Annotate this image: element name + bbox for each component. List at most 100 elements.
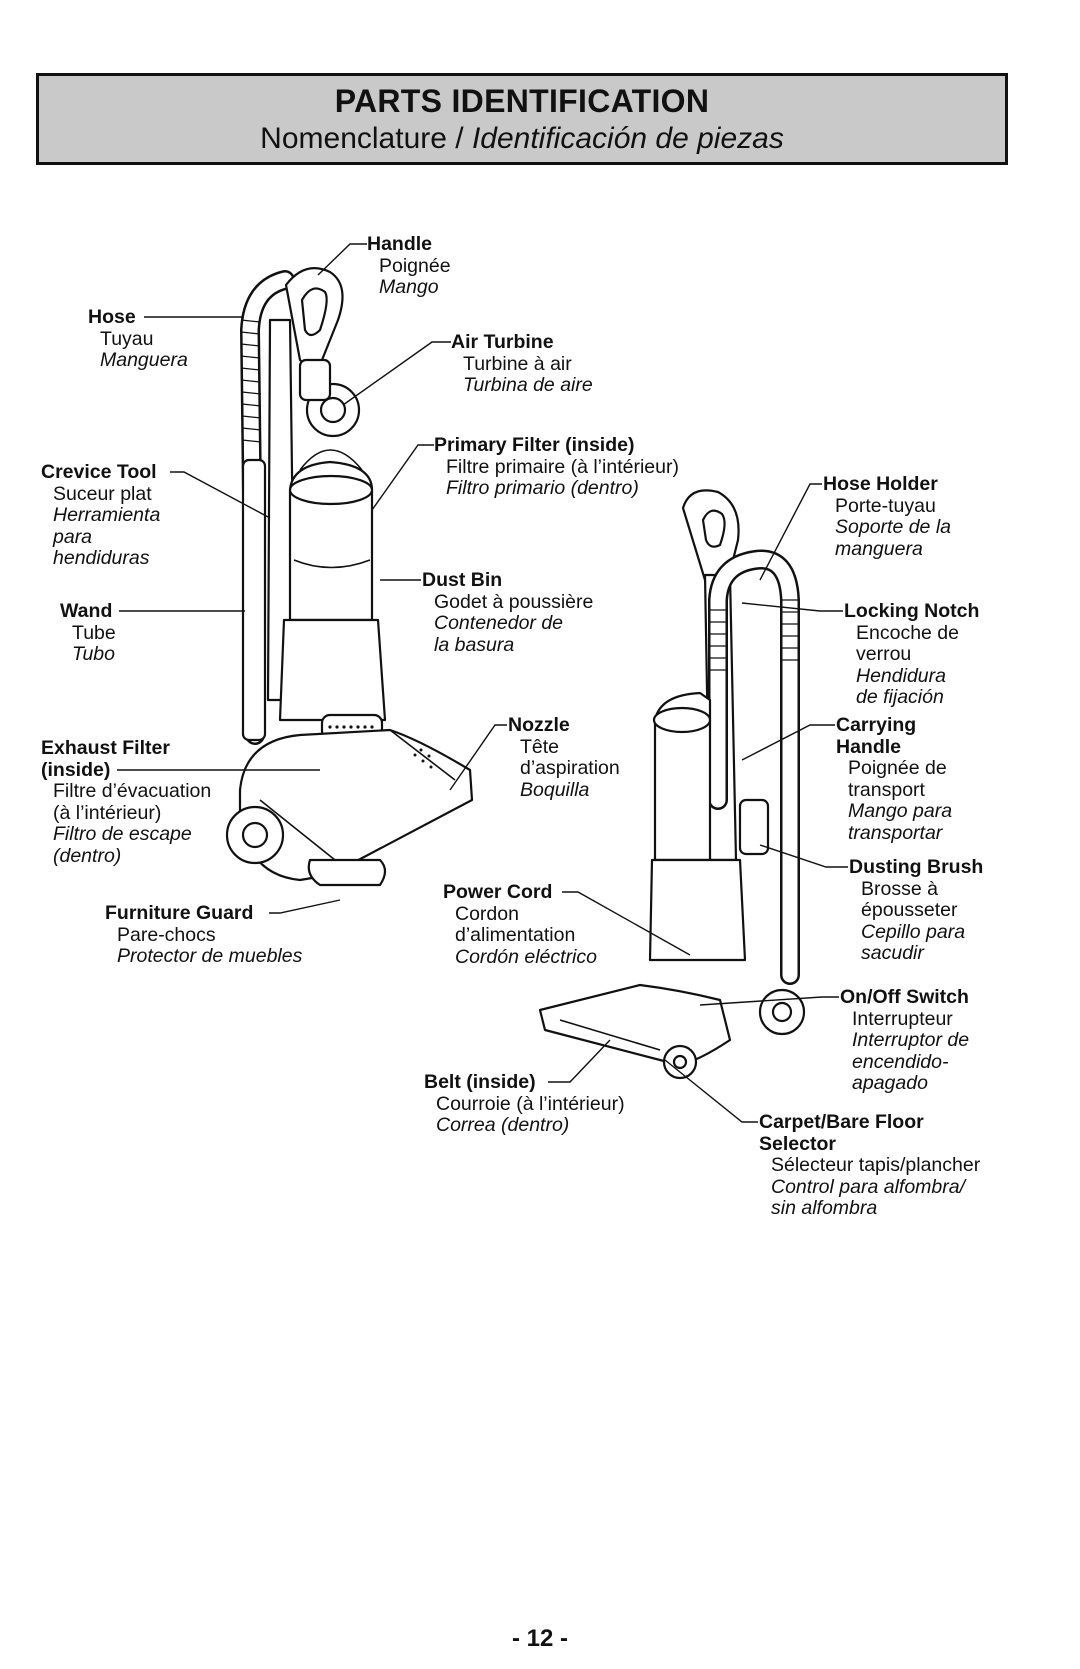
furniture-guard-label-en: Furniture Guard: [105, 902, 254, 924]
dust-bin-label-en: Dust Bin: [422, 569, 503, 591]
locking-notch-label-fr-2: verrou: [856, 643, 912, 665]
primary-filter-label-en: Primary Filter (inside): [434, 434, 635, 456]
primary-filter-label-es: Filtro primario (dentro): [446, 477, 639, 499]
hose-holder-label-en: Hose Holder: [823, 473, 938, 495]
callout-handle: Handle Poignée Mango: [367, 233, 451, 299]
crevice-tool-label-en: Crevice Tool: [41, 461, 157, 483]
callout-exhaust-filter: Exhaust Filter (inside) Filtre d’évacuat…: [41, 737, 212, 867]
exhaust-filter-label-es-1: Filtro de escape: [53, 823, 192, 845]
callout-wand: Wand Tube Tubo: [60, 600, 116, 666]
hose-holder-label-es-2: manguera: [835, 537, 923, 560]
dusting-brush-label-fr-2: épousseter: [861, 899, 958, 921]
on-off-switch-label-en: On/Off Switch: [840, 986, 969, 1008]
exhaust-filter-label-en-1: Exhaust Filter: [41, 737, 170, 759]
exhaust-filter-label-fr-2: (à l’intérieur): [53, 801, 162, 824]
dust-bin-label-es-2: la basura: [434, 633, 515, 656]
hose-holder-label-es-1: Soporte de la: [835, 516, 952, 538]
locking-notch-label-en: Locking Notch: [844, 600, 980, 622]
handle-label-es: Mango: [379, 276, 439, 298]
on-off-switch-label-es-1: Interruptor de: [852, 1029, 970, 1051]
exhaust-filter-label-es-2: (dentro): [53, 844, 122, 867]
belt-label-en: Belt (inside): [424, 1071, 536, 1093]
locking-notch-label-es-1: Hendidura: [856, 664, 946, 687]
air-turbine-label-en: Air Turbine: [451, 331, 554, 353]
callout-hose-holder: Hose Holder Porte-tuyau Soporte de la ma…: [823, 473, 952, 560]
dusting-brush-label-fr-1: Brosse à: [861, 877, 938, 900]
crevice-tool-label-fr: Suceur plat: [53, 482, 152, 505]
carrying-handle-label-fr-1: Poignée de: [848, 757, 947, 779]
air-turbine-label-es: Turbina de aire: [463, 374, 593, 396]
carrying-handle-label-fr-2: transport: [848, 778, 925, 801]
on-off-switch-label-fr: Interrupteur: [852, 1007, 953, 1030]
page-subtitle: Nomenclature / Identificación de piezas: [39, 122, 1005, 156]
callout-furniture-guard: Furniture Guard Pare-chocs Protector de …: [105, 902, 303, 968]
callout-crevice-tool: Crevice Tool Suceur plat Herramienta par…: [41, 461, 161, 570]
callout-power-cord: Power Cord Cordon d’alimentation Cordón …: [443, 881, 597, 968]
belt-label-fr: Courroie (à l’intérieur): [436, 1092, 625, 1115]
carrying-handle-label-es-2: transportar: [848, 821, 943, 844]
callout-dusting-brush: Dusting Brush Brosse à épousseter Cepill…: [849, 856, 983, 965]
carrying-handle-label-en-1: Carrying: [836, 714, 917, 736]
carpet-selector-label-es-1: Control para alfombra/: [771, 1175, 966, 1198]
dusting-brush-label-es-2: sacudir: [861, 942, 924, 964]
primary-filter-label-fr: Filtre primaire (à l’intérieur): [446, 455, 679, 478]
nozzle-label-en: Nozzle: [508, 714, 570, 736]
page-number: - 12 -: [511, 1625, 568, 1652]
hose-label-en: Hose: [88, 306, 136, 328]
callout-dust-bin: Dust Bin Godet à poussière Contenedor de…: [422, 569, 594, 656]
furniture-guard-label-es: Protector de muebles: [117, 945, 303, 967]
hose-label-es: Manguera: [100, 349, 188, 371]
dusting-brush-label-es-1: Cepillo para: [861, 920, 966, 943]
on-off-switch-label-es-3: apagado: [852, 1072, 928, 1094]
belt-label-es: Correa (dentro): [436, 1114, 570, 1136]
nozzle-label-fr-1: Tête: [520, 735, 560, 758]
vacuum-rear-view: [538, 489, 806, 1080]
carpet-selector-label-es-2: sin alfombra: [771, 1197, 878, 1219]
carpet-selector-label-fr: Sélecteur tapis/plancher: [771, 1154, 981, 1176]
subtitle-french: Nomenclature /: [260, 122, 464, 155]
callout-primary-filter: Primary Filter (inside) Filtre primaire …: [434, 434, 679, 500]
carrying-handle-label-en-2: Handle: [836, 735, 902, 758]
dust-bin-label-fr: Godet à poussière: [434, 590, 594, 613]
power-cord-label-fr-1: Cordon: [455, 902, 519, 925]
callout-nozzle: Nozzle Tête d’aspiration Boquilla: [508, 714, 620, 801]
carrying-handle-label-es-1: Mango para: [848, 800, 953, 822]
crevice-tool-label-es-3: hendiduras: [53, 547, 150, 569]
wand-label-en: Wand: [60, 600, 113, 622]
wand-label-es: Tubo: [72, 643, 115, 665]
exhaust-filter-label-en-2: (inside): [41, 758, 111, 781]
power-cord-label-es: Cordón eléctrico: [455, 945, 597, 968]
power-cord-label-fr-2: d’alimentation: [455, 924, 576, 946]
page-title: PARTS IDENTIFICATION: [334, 83, 710, 119]
callout-belt: Belt (inside) Courroie (à l’intérieur) C…: [424, 1071, 625, 1137]
vacuum-front-view: [225, 267, 474, 887]
subtitle-spanish: Identificación de piezas: [471, 122, 784, 155]
nozzle-label-fr-2: d’aspiration: [520, 757, 620, 779]
callout-carpet-floor-selector: Carpet/Bare Floor Selector Sélecteur tap…: [759, 1111, 981, 1220]
on-off-switch-label-es-2: encendido-: [852, 1050, 949, 1073]
title-banner: PARTS IDENTIFICATION Nomenclature / Iden…: [36, 73, 1008, 165]
locking-notch-label-es-2: de fijación: [856, 686, 944, 708]
power-cord-label-en: Power Cord: [443, 881, 553, 903]
hose-holder-label-fr: Porte-tuyau: [835, 494, 936, 517]
crevice-tool-label-es-2: para: [53, 525, 93, 548]
handle-label-en: Handle: [367, 233, 433, 255]
dust-bin-label-es-1: Contenedor de: [434, 612, 564, 634]
carpet-selector-label-en-1: Carpet/Bare Floor: [759, 1111, 924, 1133]
callout-locking-notch: Locking Notch Encoche de verrou Hendidur…: [844, 600, 980, 709]
furniture-guard-label-fr: Pare-chocs: [117, 923, 216, 946]
exhaust-filter-label-fr-1: Filtre d’évacuation: [53, 780, 212, 802]
locking-notch-label-fr-1: Encoche de: [856, 621, 959, 644]
crevice-tool-label-es-1: Herramienta: [53, 504, 161, 526]
carpet-selector-label-en-2: Selector: [759, 1132, 836, 1155]
callout-hose: Hose Tuyau Manguera: [88, 306, 188, 372]
nozzle-label-es: Boquilla: [520, 778, 590, 801]
callout-carrying-handle: Carrying Handle Poignée de transport Man…: [836, 714, 953, 844]
air-turbine-label-fr: Turbine à air: [463, 352, 572, 375]
leader-lines: [117, 243, 848, 1123]
wand-label-fr: Tube: [72, 621, 116, 644]
callout-air-turbine: Air Turbine Turbine à air Turbina de air…: [451, 331, 593, 397]
callout-on-off-switch: On/Off Switch Interrupteur Interruptor d…: [840, 986, 970, 1095]
hose-label-fr: Tuyau: [100, 327, 154, 350]
